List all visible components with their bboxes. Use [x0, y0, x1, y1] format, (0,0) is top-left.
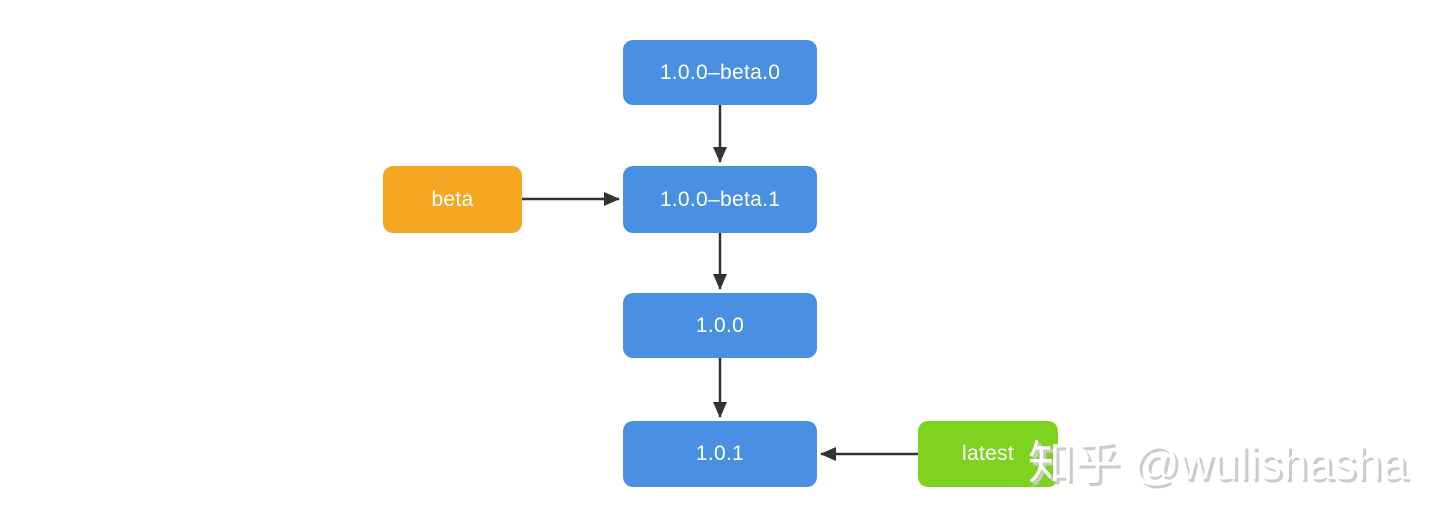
node-version-1-0-0-beta-0: 1.0.0–beta.0 — [623, 40, 817, 105]
node-version-1-0-1: 1.0.1 — [623, 421, 817, 487]
node-version-1-0-0: 1.0.0 — [623, 293, 817, 358]
zhihu-watermark: 知乎 @wulishasha — [1028, 437, 1408, 489]
node-dist-tag-beta: beta — [383, 166, 522, 233]
node-dist-tag-latest: latest — [918, 421, 1058, 487]
node-version-1-0-0-beta-1: 1.0.0–beta.1 — [623, 166, 817, 233]
